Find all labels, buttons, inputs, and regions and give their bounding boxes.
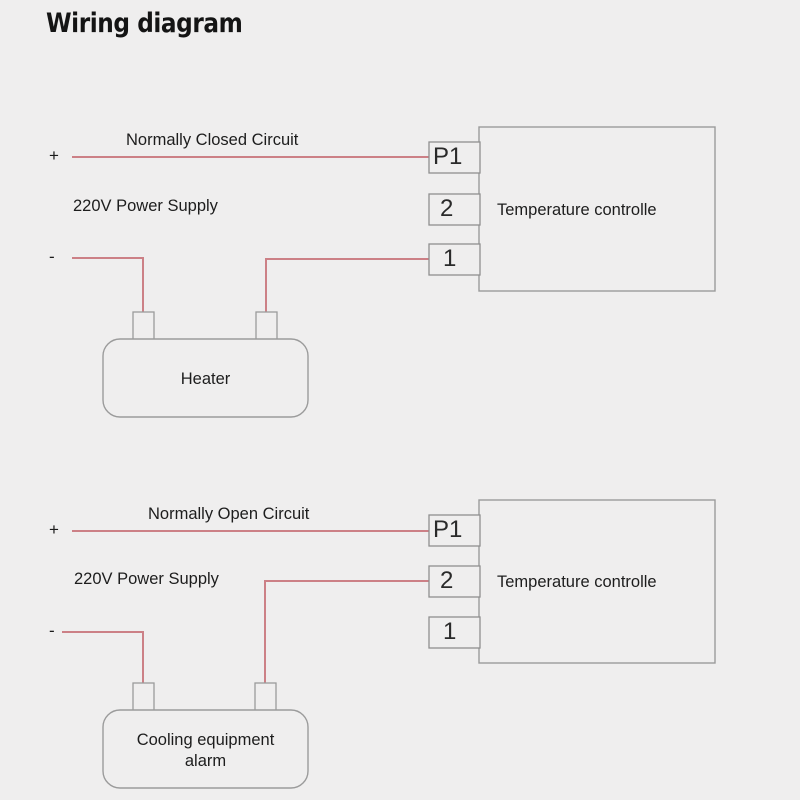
page-title: Wiring diagram [46, 8, 243, 39]
controller-label-no: Temperature controlle [497, 573, 657, 591]
terminal-box-1-nc[interactable] [428, 243, 481, 276]
terminal-box-2-no[interactable] [428, 565, 481, 598]
terminal-box-2-nc[interactable] [428, 193, 481, 226]
cooling-terminal-right [254, 682, 277, 712]
plus-sign-no: + [49, 520, 59, 539]
terminal-label-p1-nc: P1 [433, 143, 463, 170]
supply-label-no: 220V Power Supply [74, 570, 219, 588]
minus-sign-nc: - [49, 247, 55, 266]
terminal-label-2-no: 2 [440, 567, 454, 594]
terminal-box-p1-nc[interactable] [428, 141, 481, 174]
cooling-equipment-box [102, 709, 309, 789]
supply-label-nc: 220V Power Supply [73, 197, 218, 215]
cooling-terminal-left [132, 682, 155, 712]
terminal-box-p1-no[interactable] [428, 514, 481, 547]
terminal-label-1-no: 1 [443, 618, 457, 645]
heater-box [102, 338, 309, 418]
circuit-label-nc: Normally Closed Circuit [126, 131, 299, 149]
controller-label-nc: Temperature controlle [497, 201, 657, 219]
heater-label: Heater [180, 370, 231, 388]
terminal-label-1-nc: 1 [443, 245, 457, 272]
wire-terminal2-to-cooling-no [264, 580, 429, 684]
terminal-label-2-nc: 2 [440, 195, 454, 222]
plus-sign-nc: + [49, 146, 59, 165]
controller-box-no [478, 499, 716, 664]
terminal-label-p1-no: P1 [433, 516, 463, 543]
wire-minus-to-cooling-no [62, 631, 144, 684]
cooling-equipment-label-line2: alarm [184, 752, 227, 771]
cooling-equipment-label: Cooling equipment alarm [103, 730, 308, 773]
wire-terminal1-to-heater-nc [265, 258, 429, 313]
wire-minus-to-heater-nc [72, 257, 144, 313]
heater-terminal-left [132, 311, 155, 341]
circuit-label-no: Normally Open Circuit [148, 505, 310, 523]
minus-sign-no: - [49, 621, 55, 640]
heater-terminal-right [255, 311, 278, 341]
controller-box-nc [478, 126, 716, 292]
cooling-equipment-label-line1: Cooling equipment [136, 731, 275, 749]
terminal-box-1-no[interactable] [428, 616, 481, 649]
